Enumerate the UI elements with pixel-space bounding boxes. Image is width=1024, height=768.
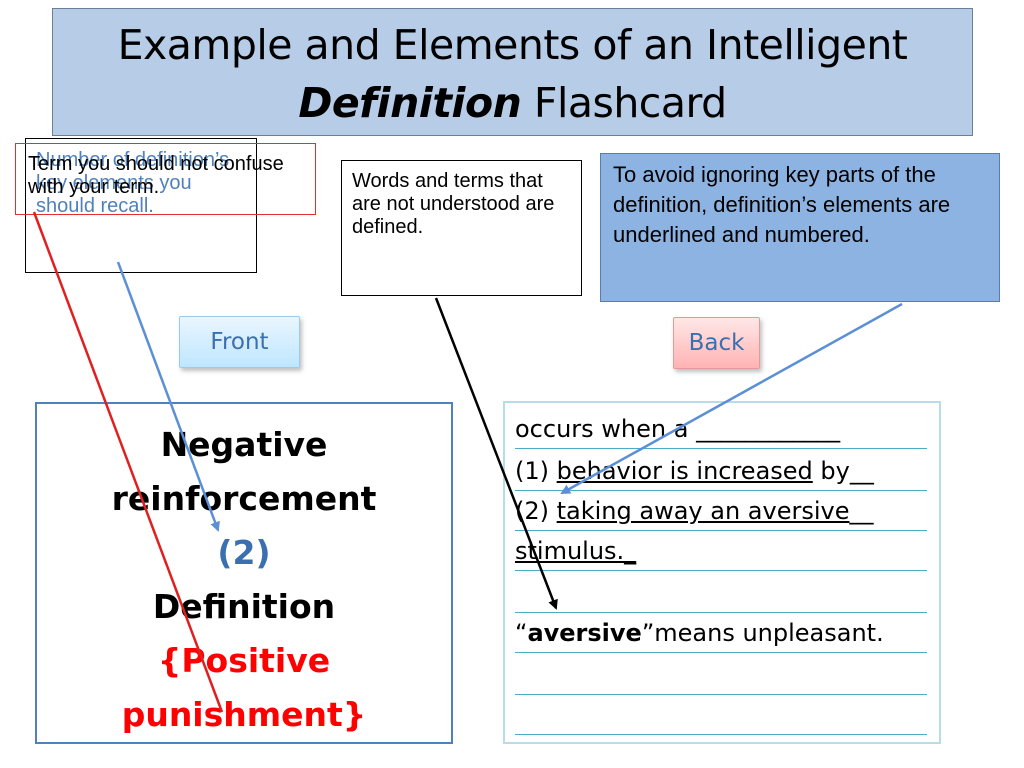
back-element-1: behavior is increased: [556, 457, 813, 485]
definition-label: Definition: [152, 587, 336, 626]
title-banner: Example and Elements of an Intelligent D…: [52, 8, 973, 136]
back-line-4: stimulus._: [515, 529, 927, 571]
back-line-1: occurs when a ____________: [515, 407, 927, 449]
back-line-3: (2) taking away an aversive__: [515, 489, 927, 531]
term-line-2: reinforcement: [111, 479, 377, 518]
back-element-2: taking away an aversive: [556, 497, 850, 525]
page-title-line-2: Definition Flashcard: [53, 79, 972, 127]
front-label-button: Front: [179, 316, 300, 368]
callout-underlined-elements: To avoid ignoring key parts of the defin…: [600, 153, 1000, 302]
back-line-6: “aversive”means unpleasant.: [515, 611, 927, 653]
callout-confuse-term: Term you should not confuse with your te…: [15, 143, 316, 215]
back-line-2-suffix: by__: [812, 457, 874, 485]
defined-word: aversive: [527, 619, 642, 647]
back-line-2: (1) behavior is increased by__: [515, 449, 927, 491]
back-line-6-open-quote: “: [515, 619, 528, 647]
confuse-term-line-2: punishment}: [121, 695, 367, 734]
back-label-button: Back: [673, 317, 760, 369]
back-line-2-prefix: (1): [515, 457, 557, 485]
front-card-text: Negative reinforcement (2) Definition {P…: [37, 418, 451, 742]
back-line-3-suffix: __: [849, 497, 874, 525]
confuse-term-line-1: {Positive: [157, 641, 331, 680]
page-title-line-1: Example and Elements of an Intelligent: [117, 21, 908, 69]
flashcard-front: Negative reinforcement (2) Definition {P…: [35, 402, 453, 744]
back-line-8: [515, 693, 927, 735]
back-line-3-prefix: (2): [515, 497, 557, 525]
back-element-2-continued: stimulus._: [515, 537, 637, 565]
back-line-1-text: occurs when a ____________: [515, 415, 841, 443]
element-count: (2): [217, 533, 271, 572]
back-line-6-rest: ”means unpleasant.: [641, 619, 884, 647]
back-line-5: [515, 571, 927, 613]
title-rest: Flashcard: [521, 79, 727, 127]
back-line-7: [515, 653, 927, 695]
term-line-1: Negative: [160, 425, 328, 464]
callout-defined-words: Words and terms that are not understood …: [341, 160, 582, 296]
flashcard-back: occurs when a ____________ (1) behavior …: [503, 401, 941, 744]
title-emphasis: Definition: [298, 79, 522, 127]
